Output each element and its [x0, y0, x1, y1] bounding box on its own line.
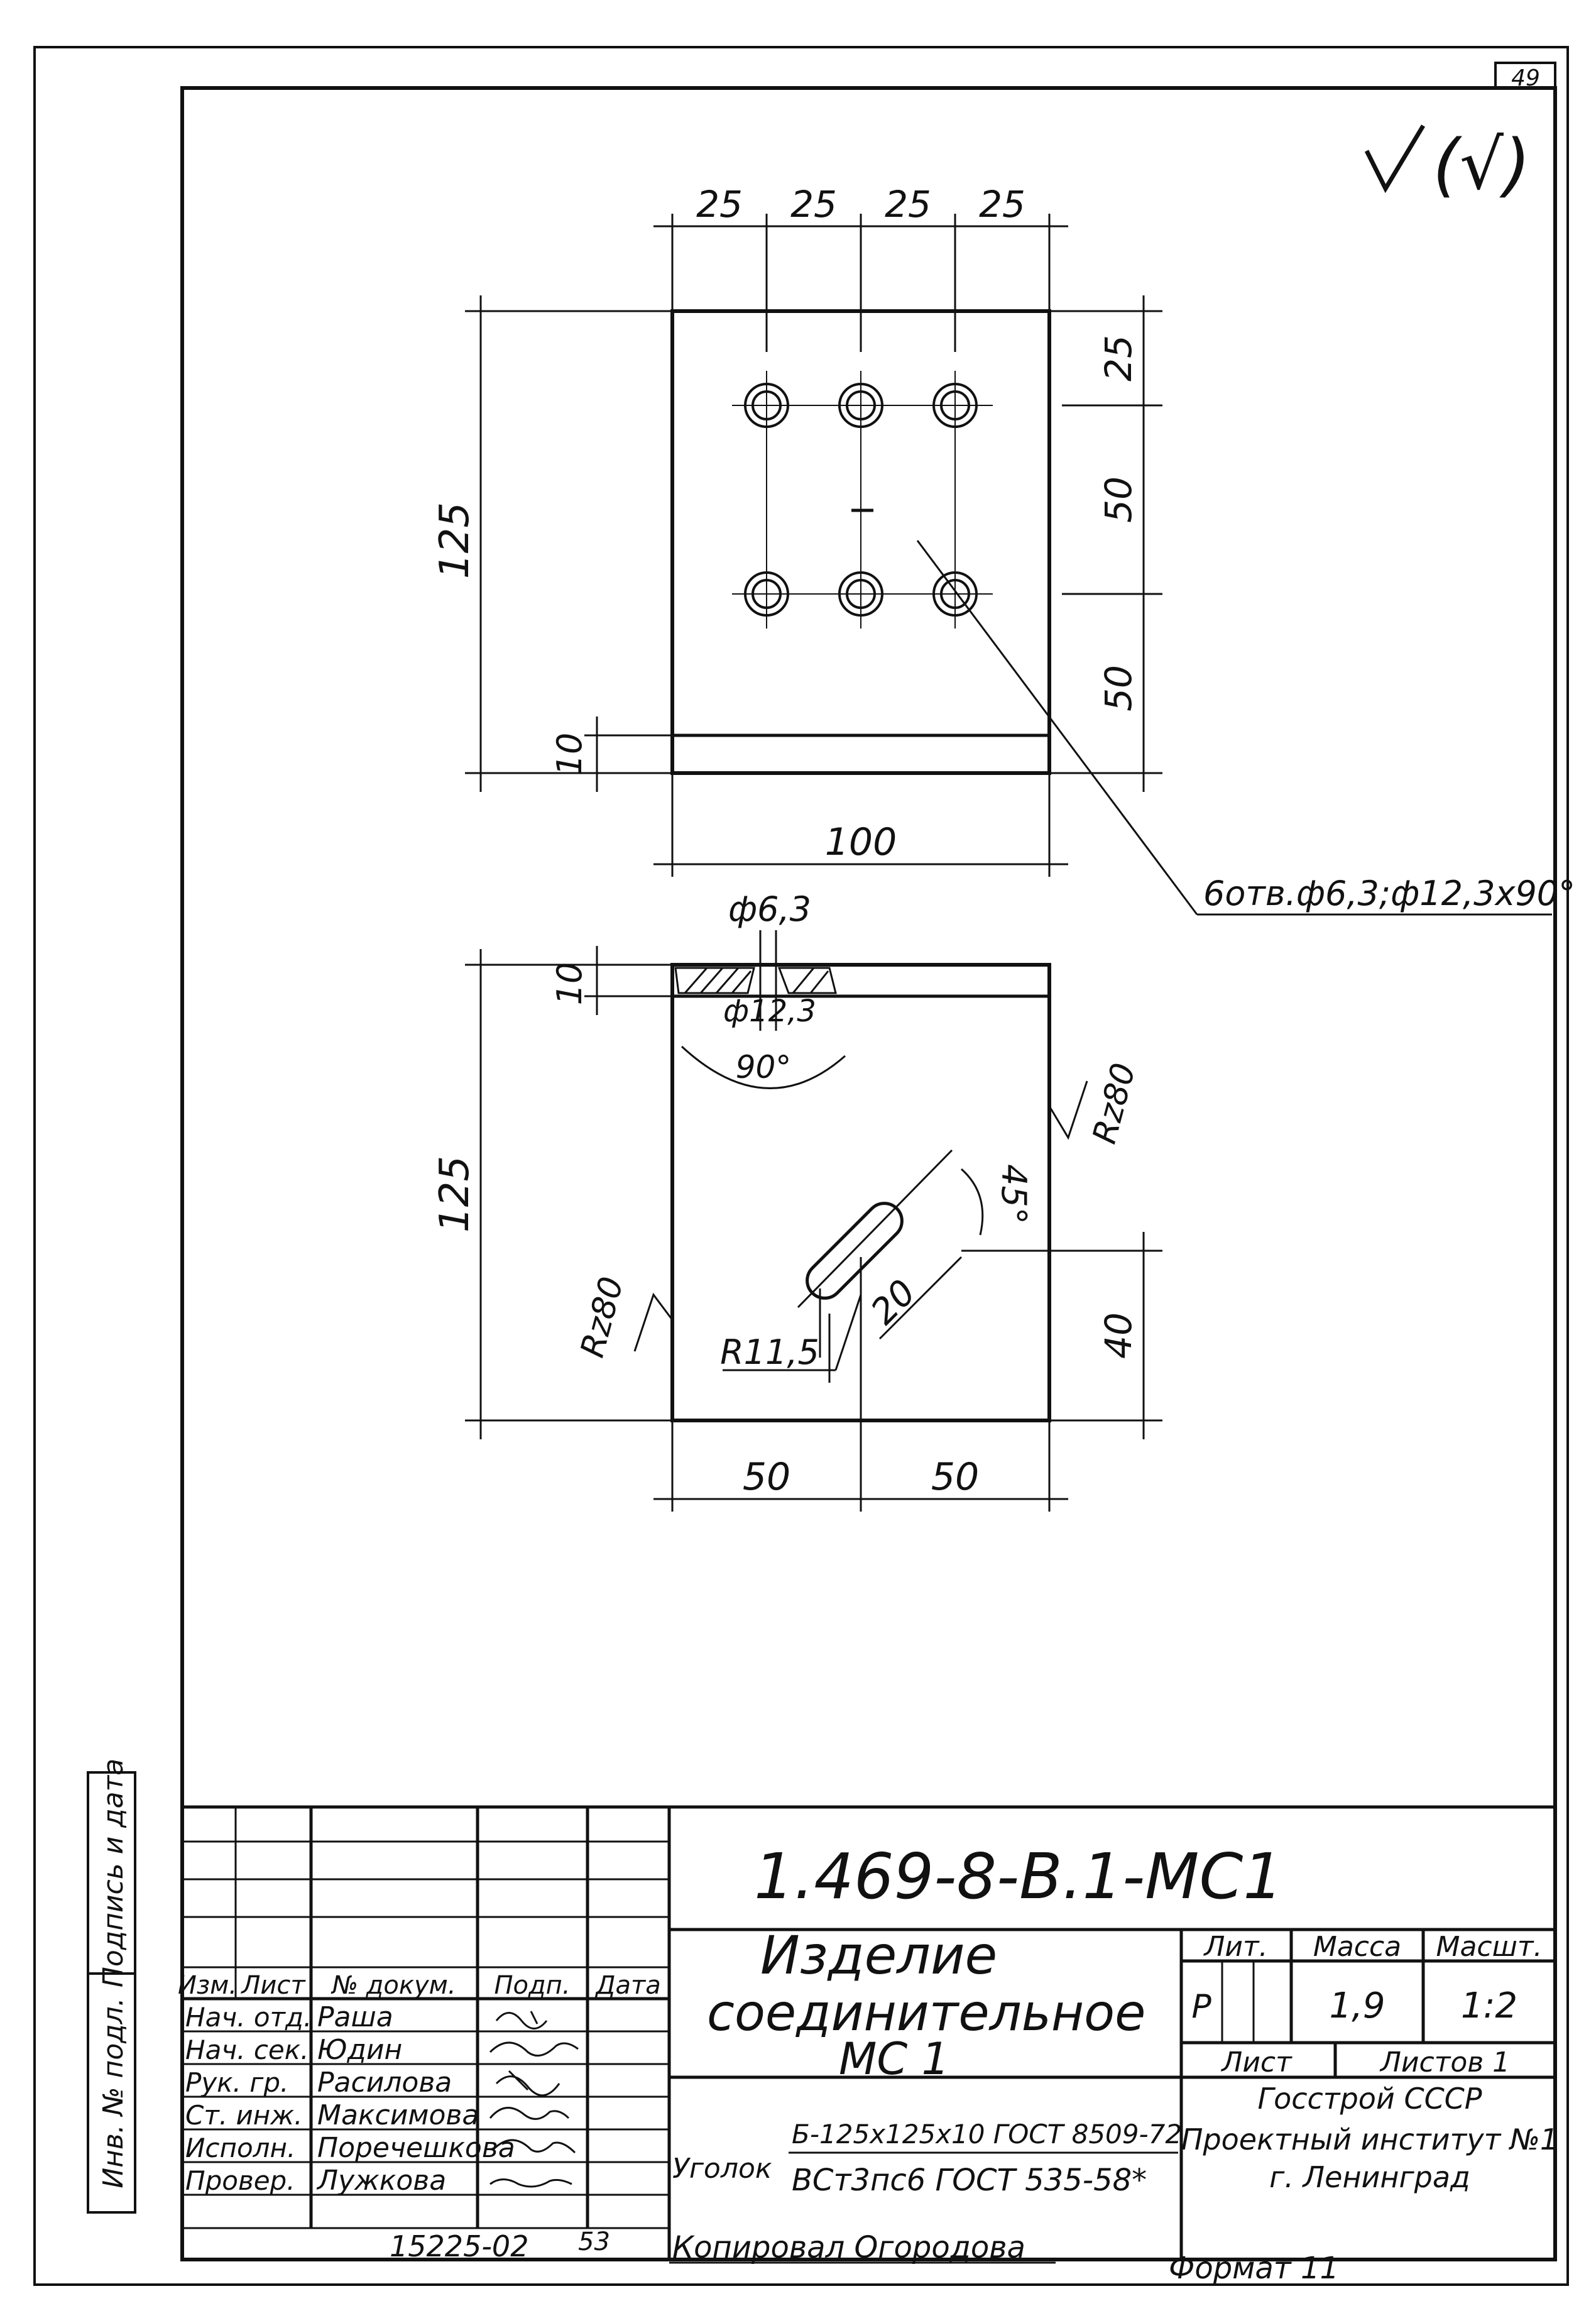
rough-left: Rz80 [574, 1273, 631, 1361]
name-6: Лужкова [316, 2165, 446, 2197]
scale-label: Масшт. [1436, 1931, 1543, 1963]
material-line-1: Б-125x125x10 ГОСТ 8509-72 [792, 2119, 1182, 2150]
title-line-1: Изделие [760, 1925, 997, 1986]
hole-centerlines [732, 371, 993, 629]
section-dim-bottom-1: 50 [743, 1455, 790, 1499]
header-list: Лист [240, 1971, 306, 2000]
svg-text:(√): (√) [1433, 124, 1531, 205]
material-prefix: Уголок [672, 2153, 772, 2185]
section-view: ф6,3 ф12,3 90° 10 125 Rz80 Rz80 [432, 889, 1162, 1512]
roughness-general-mark: (√) [1364, 124, 1531, 205]
left-dimensions [465, 295, 672, 792]
org-line-1: Госстрой СССР [1257, 2082, 1482, 2116]
name-5: Поречешкова [317, 2132, 515, 2164]
side-stamp-sign: Подпись и дата [97, 1759, 129, 1987]
signatures [489, 2011, 579, 2188]
side-stamp [87, 1771, 136, 2214]
title-block-grid [182, 1805, 1555, 2260]
csk-angle-arc [680, 1045, 846, 1089]
header-date: Дата [594, 1971, 661, 2000]
section-dim-left-total: 125 [432, 1156, 478, 1233]
csk-angle: 90° [736, 1049, 792, 1085]
section-bottom-dimensions [653, 1257, 1068, 1512]
hole-dia: ф6,3 [728, 889, 811, 929]
sheets-label: Листов 1 [1379, 2046, 1510, 2079]
footer-code: 15225-02 [390, 2229, 528, 2263]
dim-bottom: 100 [825, 820, 897, 864]
name-2: Юдин [317, 2034, 402, 2066]
dim-top-4: 25 [979, 183, 1025, 226]
csk-dia: ф12,3 [723, 994, 816, 1029]
material-line-2: ВСт3пс6 ГОСТ 535-58* [792, 2163, 1147, 2198]
dim-top-2: 25 [790, 183, 837, 226]
top-dimensions [653, 214, 1068, 352]
footer-format: Формат 11 [1169, 2251, 1339, 2286]
mass-label: Масса [1313, 1931, 1401, 1963]
section-dim-bottom-2: 50 [931, 1455, 979, 1499]
dim-top-3: 25 [885, 183, 931, 226]
role-3: Рук. гр. [185, 2067, 288, 2098]
role-6: Провер. [185, 2165, 295, 2196]
section-hatch [674, 930, 837, 1031]
header-doc: № докум. [331, 1971, 456, 2000]
dim-left-small: 10 [550, 733, 589, 776]
slot-radius: R11,5 [720, 1332, 819, 1372]
role-2: Нач. сек. [185, 2035, 309, 2065]
section-dim-left-small: 10 [550, 962, 589, 1006]
outer-frame [33, 46, 1569, 2286]
dim-right-2: 50 [1097, 476, 1140, 523]
section-right-dimension [961, 1232, 1162, 1439]
slot-dimensions [723, 1149, 984, 1383]
dim-left-total: 125 [432, 502, 478, 579]
designation: 1.469-8-В.1-МС1 [754, 1840, 1283, 1913]
name-3: Расилова [317, 2067, 452, 2099]
role-1: Нач. отд. [185, 2002, 312, 2033]
title-line-3: МС 1 [839, 2033, 949, 2085]
rough-left-mark [633, 1292, 674, 1352]
top-view: 25 25 25 25 25 50 50 125 10 [432, 183, 1575, 916]
name-1: Раша [317, 2001, 393, 2033]
sheet-number: 49 [1511, 65, 1540, 91]
role-5: Исполн. [185, 2133, 295, 2163]
section-left-dimensions [465, 946, 672, 1439]
name-4: Максимова [317, 2099, 479, 2131]
dim-top-1: 25 [696, 183, 743, 226]
slot-length: 20 [863, 1272, 924, 1332]
footer-page: 53 [578, 2227, 610, 2256]
scale-value: 1:2 [1461, 1985, 1517, 2026]
role-4: Ст. инж. [185, 2100, 302, 2131]
side-stamp-inv: Инв. № подл. [97, 1997, 129, 2188]
rough-right: Rz80 [1086, 1059, 1143, 1148]
org-line-2: Проектный институт №1 [1181, 2123, 1558, 2156]
lit-label: Лит. [1203, 1931, 1267, 1963]
dim-right-1: 25 [1097, 335, 1140, 382]
lit-value: Р [1191, 1988, 1211, 2026]
sheet-number-box [1494, 62, 1556, 89]
hole-callout: 6отв.ф6,3;ф12,3x90° [1203, 874, 1575, 913]
org-line-3: г. Ленинград [1269, 2160, 1470, 2194]
rough-right-mark [1048, 1080, 1088, 1140]
sheet-label: Лист [1220, 2046, 1293, 2079]
title-line-2: соединительное [707, 1984, 1145, 2042]
footer-copied: Копировал Огородова [672, 2230, 1025, 2265]
bottom-dimension [653, 773, 1068, 877]
mass-value: 1,9 [1329, 1985, 1385, 2026]
dim-right-3: 50 [1097, 665, 1140, 711]
hole-callout-leader [916, 540, 1552, 916]
header-izm: Изм. [178, 1971, 237, 2000]
section-dim-right: 40 [1097, 1312, 1140, 1359]
inner-frame [180, 86, 1557, 2261]
slot-angle: 45° [994, 1164, 1034, 1224]
right-dimensions [1049, 295, 1162, 792]
header-sign: Подп. [494, 1971, 570, 2000]
